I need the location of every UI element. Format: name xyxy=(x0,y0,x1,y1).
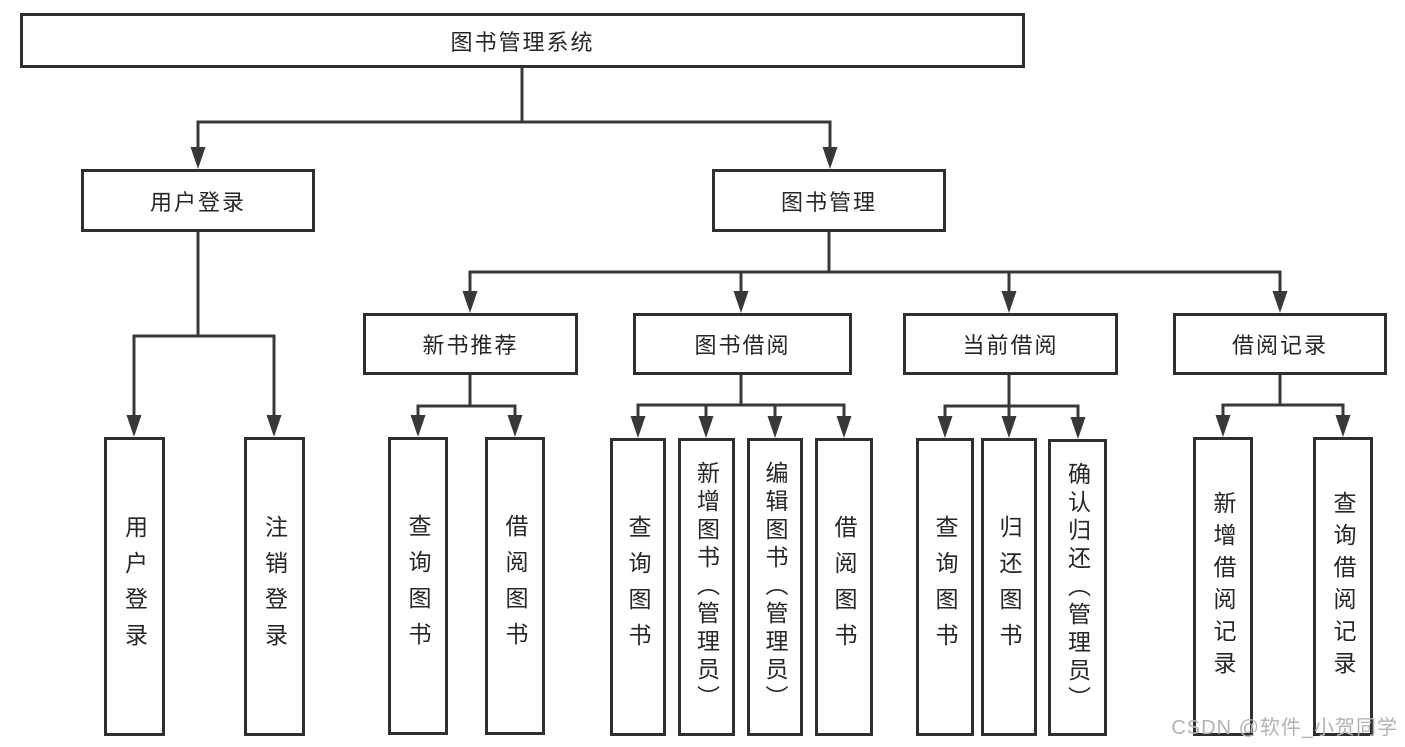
leaf-query-borrow-record: 查询借阅记录 xyxy=(1313,437,1373,736)
node-root: 图书管理系统 xyxy=(20,13,1025,68)
node-book-management: 图书管理 xyxy=(712,169,946,232)
leaf-add-borrow-record-label: 新增借阅记录 xyxy=(1210,490,1236,683)
leaf-query-books-2-label: 查询图书 xyxy=(625,515,651,659)
node-borrow-record-label: 借阅记录 xyxy=(1231,333,1328,358)
node-new-book-recommend-label: 新书推荐 xyxy=(422,333,519,358)
leaf-query-books-3: 查询图书 xyxy=(916,438,974,736)
leaf-user-login-label: 用户登录 xyxy=(121,514,148,659)
leaf-query-books-3-label: 查询图书 xyxy=(932,515,958,659)
leaf-logout-label: 注销登录 xyxy=(261,514,288,659)
node-book-borrow-label: 图书借阅 xyxy=(694,333,791,358)
leaf-query-books-1: 查询图书 xyxy=(388,437,448,735)
node-user-login-label: 用户登录 xyxy=(149,189,246,215)
node-current-borrow-label: 当前借阅 xyxy=(962,333,1059,358)
leaf-query-books-2: 查询图书 xyxy=(610,438,666,736)
leaf-borrow-books-2: 借阅图书 xyxy=(815,438,873,736)
leaf-add-books-admin-label: 新增图书（管理员） xyxy=(693,461,720,713)
leaf-logout: 注销登录 xyxy=(244,437,305,736)
leaf-query-borrow-record-label: 查询借阅记录 xyxy=(1330,490,1356,683)
node-borrow-record: 借阅记录 xyxy=(1173,313,1387,375)
node-root-label: 图书管理系统 xyxy=(450,29,595,55)
leaf-add-borrow-record: 新增借阅记录 xyxy=(1193,437,1253,736)
leaf-borrow-books-1: 借阅图书 xyxy=(485,437,545,735)
node-user-login: 用户登录 xyxy=(81,169,315,232)
node-book-management-label: 图书管理 xyxy=(780,189,877,215)
leaf-borrow-books-1-label: 借阅图书 xyxy=(502,514,528,658)
leaf-confirm-return-admin-label: 确认归还（管理员） xyxy=(1064,461,1091,714)
leaf-return-books-label: 归还图书 xyxy=(996,515,1022,659)
leaf-edit-books-admin-label: 编辑图书（管理员） xyxy=(762,461,788,713)
node-current-borrow: 当前借阅 xyxy=(903,313,1118,375)
leaf-query-books-1-label: 查询图书 xyxy=(405,514,431,658)
csdn-watermark: CSDN @软件_小贺同学 xyxy=(1171,717,1398,739)
leaf-confirm-return-admin: 确认归还（管理员） xyxy=(1048,439,1107,736)
node-book-borrow: 图书借阅 xyxy=(633,313,852,375)
leaf-return-books: 归还图书 xyxy=(981,438,1037,736)
leaf-borrow-books-2-label: 借阅图书 xyxy=(831,515,857,659)
leaf-edit-books-admin: 编辑图书（管理员） xyxy=(747,438,803,736)
leaf-add-books-admin: 新增图书（管理员） xyxy=(678,438,735,736)
node-new-book-recommend: 新书推荐 xyxy=(363,313,578,375)
leaf-user-login: 用户登录 xyxy=(104,437,165,736)
